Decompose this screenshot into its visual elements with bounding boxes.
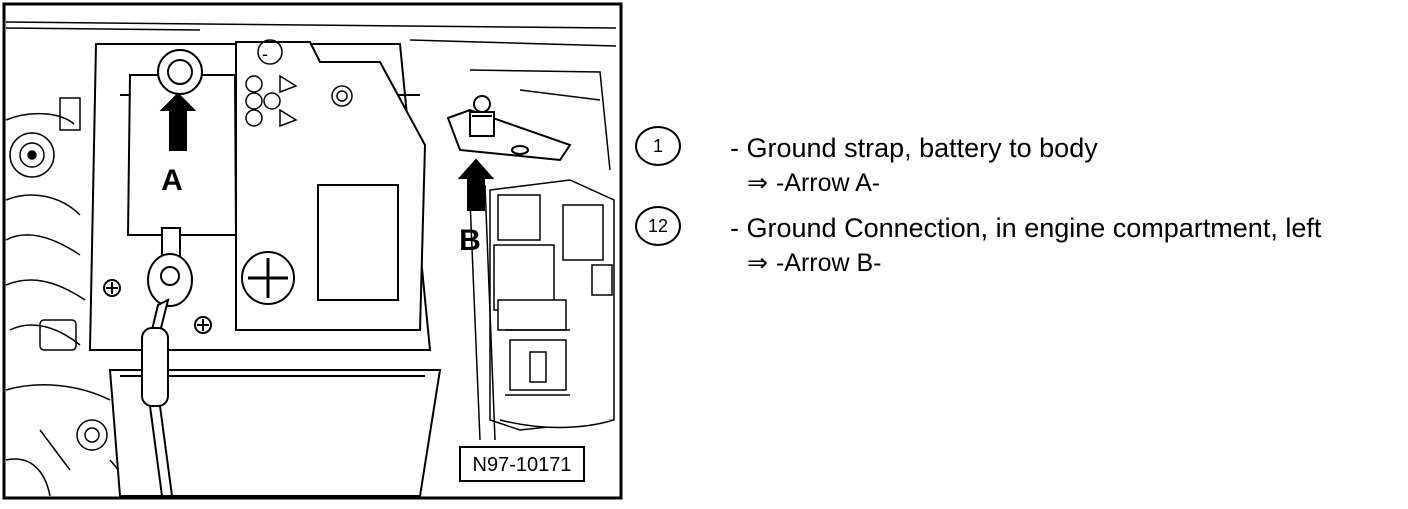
legend-description: Ground strap, battery to body <box>746 133 1098 163</box>
arrow-b <box>457 158 495 211</box>
minus-terminal-label: - <box>262 44 268 64</box>
figure-id-label: N97-10171 <box>473 454 572 476</box>
battery-ground-illustration: - <box>0 0 626 504</box>
ground-strap-cable <box>103 227 212 497</box>
legend-reference-text: -Arrow B- <box>775 249 882 277</box>
reference-arrow-icon: ⇒ <box>747 169 768 197</box>
legend-reference: ⇒-Arrow A- <box>747 168 880 198</box>
reference-arrow-icon: ⇒ <box>747 249 768 277</box>
arrow-a <box>159 92 197 151</box>
arrow-b-label: B <box>459 224 481 257</box>
legend: 1 - Ground strap, battery to body ⇒-Arro… <box>633 126 1403 286</box>
legend-item-text: - Ground Connection, in engine compartme… <box>730 212 1321 244</box>
legend-description: Ground Connection, in engine compartment… <box>746 213 1322 243</box>
engine-components-left <box>5 97 141 497</box>
legend-reference-text: -Arrow A- <box>775 169 881 197</box>
arrow-a-label: A <box>161 164 183 197</box>
legend-item-text: - Ground strap, battery to body <box>730 132 1098 164</box>
legend-dash: - <box>730 213 739 243</box>
legend-reference: ⇒-Arrow B- <box>747 248 882 278</box>
body-ground-bolt <box>446 95 572 162</box>
legend-item-1: 1 - Ground strap, battery to body ⇒-Arro… <box>633 126 1403 206</box>
engine-bay-drawing: - <box>2 2 623 500</box>
legend-item-12: 12 - Ground Connection, in engine compar… <box>633 206 1403 286</box>
body-panel-lines <box>5 21 617 171</box>
battery-terminals <box>157 49 295 305</box>
legend-number-badge: 1 <box>635 126 681 166</box>
fuse-relay-box <box>469 179 615 441</box>
legend-dash: - <box>730 133 739 163</box>
legend-number-badge: 12 <box>635 206 681 246</box>
figure-id-box <box>459 446 585 482</box>
battery-vent-marks <box>245 39 353 128</box>
